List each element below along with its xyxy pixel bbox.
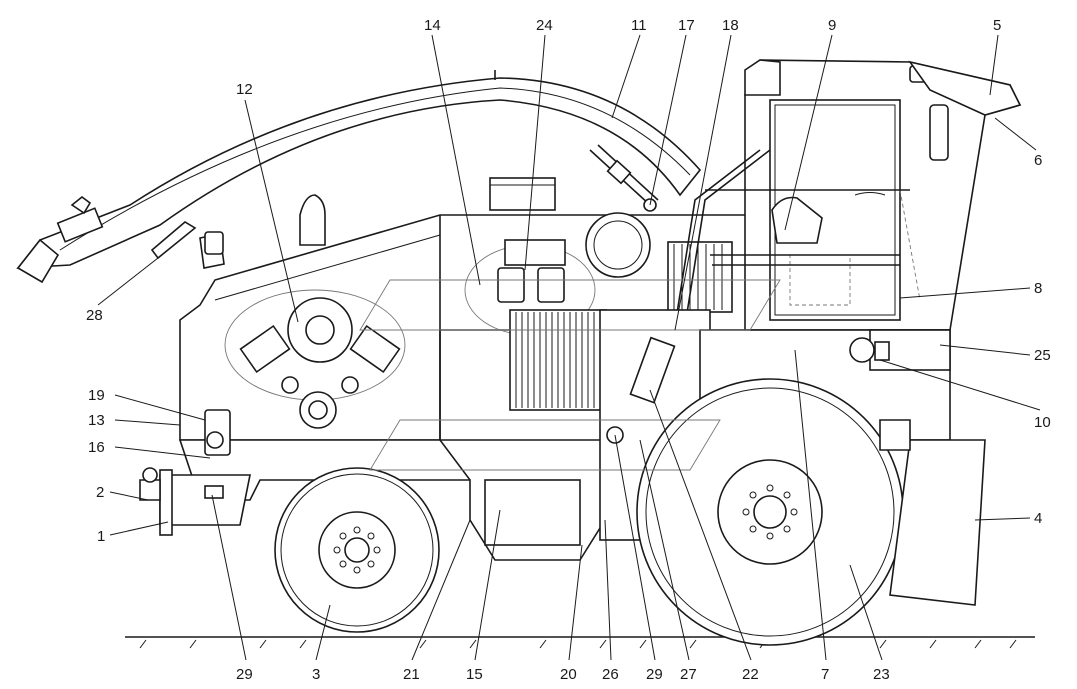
callout-5: 5 [993,17,1001,34]
ground [125,636,1035,649]
air-filters [464,239,596,336]
callout-7: 7 [821,666,829,683]
callout-14: 14 [424,17,441,34]
callout-19: 19 [88,387,105,404]
background-outline [359,279,781,471]
callout-2: 2 [96,484,104,501]
callout-20: 20 [560,666,577,683]
callout-1: 1 [97,528,105,545]
callout-25: 25 [1034,347,1051,364]
callout-labels: 14 24 11 17 18 9 5 12 6 28 8 25 19 13 10… [86,17,1051,683]
callout-3: 3 [312,666,320,683]
front-coupling [139,467,251,536]
discharge-spout [16,70,702,284]
callout-9: 9 [828,17,836,34]
callout-28: 28 [86,307,103,324]
callout-11: 11 [631,17,647,34]
leader-lines [97,34,1041,661]
callout-18: 18 [722,17,739,34]
callout-6: 6 [1034,152,1042,169]
callout-26: 26 [602,666,619,683]
callout-4: 4 [1034,510,1042,527]
callout-17: 17 [678,17,695,34]
callout-22: 22 [742,666,759,683]
rear-light [849,337,890,363]
callout-12: 12 [236,81,253,98]
callout-10: 10 [1034,414,1051,431]
spout-deflector [150,221,225,269]
callout-23: 23 [873,666,890,683]
front-wheel [274,467,440,633]
front-lights [204,409,231,456]
callout-13: 13 [88,412,105,429]
hydraulic-valves [606,336,676,444]
callout-16: 16 [88,439,105,456]
callout-24: 24 [536,17,553,34]
callout-29-rear: 29 [646,666,663,683]
callout-21: 21 [403,666,420,683]
callout-8: 8 [1034,280,1042,297]
spout-cylinder [589,144,659,212]
engine-block [224,289,406,429]
rear-counterweight [879,419,986,606]
callout-27: 27 [680,666,697,683]
callout-29-front: 29 [236,666,253,683]
callout-15: 15 [466,666,483,683]
operator-cab [744,59,1022,331]
